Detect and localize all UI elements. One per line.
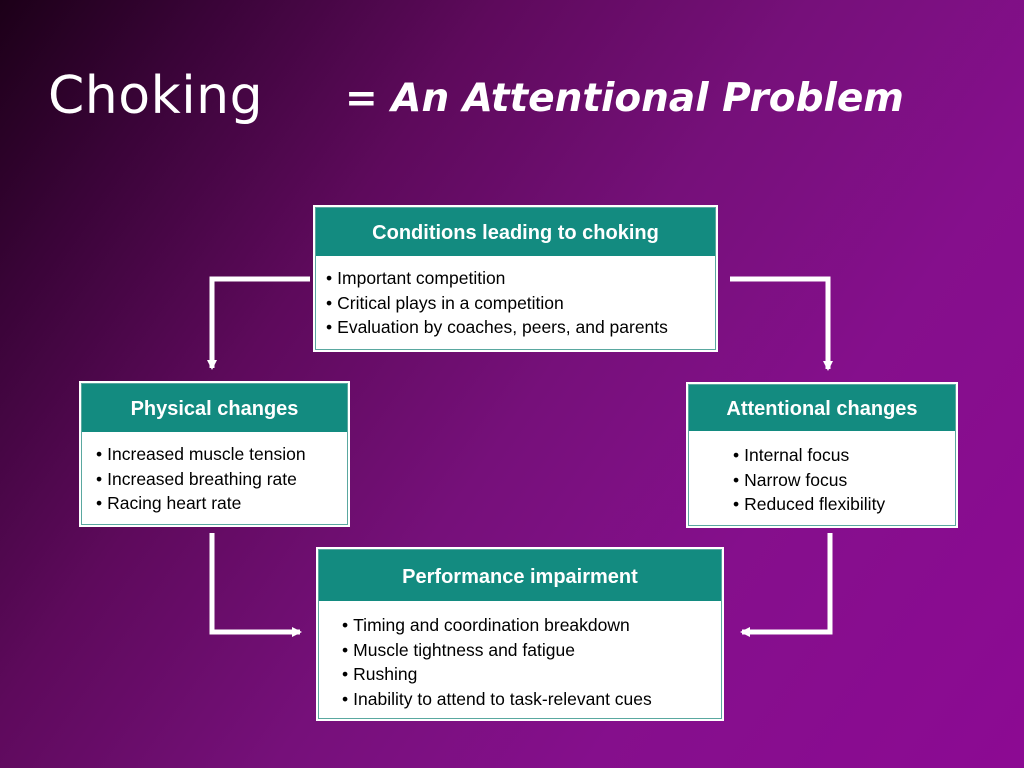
list-item: Internal focus — [733, 443, 955, 468]
physical-changes-box: Physical changes Increased muscle tensio… — [81, 383, 348, 525]
list-item: Increased breathing rate — [96, 467, 347, 492]
conditions-box-body: Important competition Critical plays in … — [316, 256, 715, 340]
physical-changes-box-header: Physical changes — [82, 384, 347, 432]
arrow-physical-to-performance — [209, 533, 302, 637]
list-item: Evaluation by coaches, peers, and parent… — [326, 315, 715, 340]
physical-changes-box-body: Increased muscle tension Increased breat… — [82, 432, 347, 516]
list-item: Increased muscle tension — [96, 442, 347, 467]
attentional-changes-box-body: Internal focus Narrow focus Reduced flex… — [689, 431, 955, 517]
list-item: Narrow focus — [733, 468, 955, 493]
slide-title: Choking — [48, 66, 264, 126]
arrow-conditions-to-attentional — [730, 276, 833, 371]
conditions-box-header: Conditions leading to choking — [316, 208, 715, 256]
list-item: Reduced flexibility — [733, 492, 955, 517]
performance-impairment-box-body: Timing and coordination breakdown Muscle… — [319, 601, 721, 711]
list-item: Racing heart rate — [96, 491, 347, 516]
attentional-changes-box: Attentional changes Internal focus Narro… — [688, 384, 956, 526]
list-item: Important competition — [326, 266, 715, 291]
list-item: Rushing — [342, 662, 721, 687]
arrow-conditions-to-physical — [207, 276, 310, 370]
list-item: Critical plays in a competition — [326, 291, 715, 316]
performance-impairment-box-header: Performance impairment — [319, 550, 721, 601]
performance-impairment-box: Performance impairment Timing and coordi… — [318, 549, 722, 719]
list-item: Timing and coordination breakdown — [342, 613, 721, 638]
list-item: Inability to attend to task-relevant cue… — [342, 687, 721, 712]
slide-subtitle: = An Attentional Problem — [345, 76, 904, 121]
attentional-changes-box-header: Attentional changes — [689, 385, 955, 431]
conditions-box: Conditions leading to choking Important … — [315, 207, 716, 350]
list-item: Muscle tightness and fatigue — [342, 638, 721, 663]
arrow-attentional-to-performance — [740, 533, 833, 637]
